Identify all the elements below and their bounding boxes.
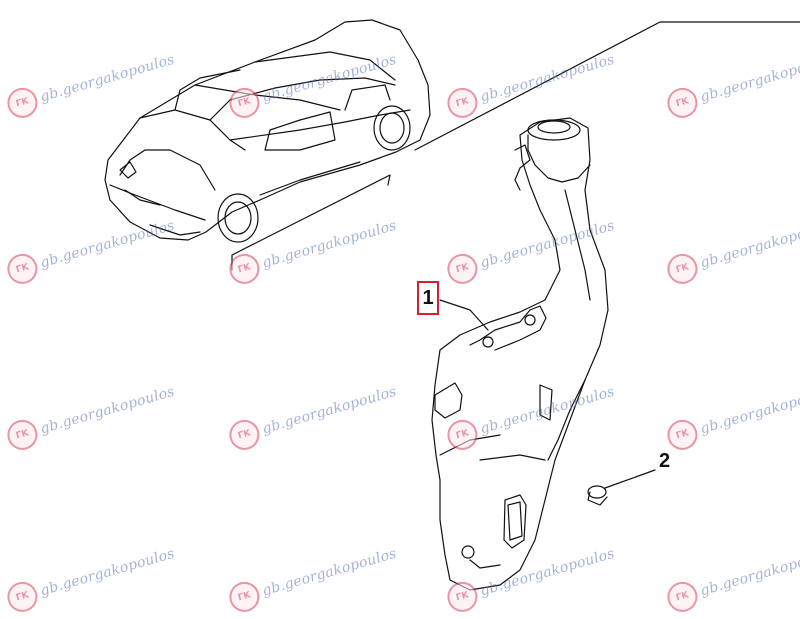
callout-1-leader — [439, 299, 489, 331]
washer-reservoir-illustration — [431, 117, 609, 591]
callout-number-2: 2 — [659, 450, 671, 472]
callout-number-1: 1 — [417, 281, 439, 315]
clip-part-illustration — [587, 469, 656, 506]
leader-line — [414, 21, 800, 151]
vehicle-illustration — [104, 19, 431, 243]
